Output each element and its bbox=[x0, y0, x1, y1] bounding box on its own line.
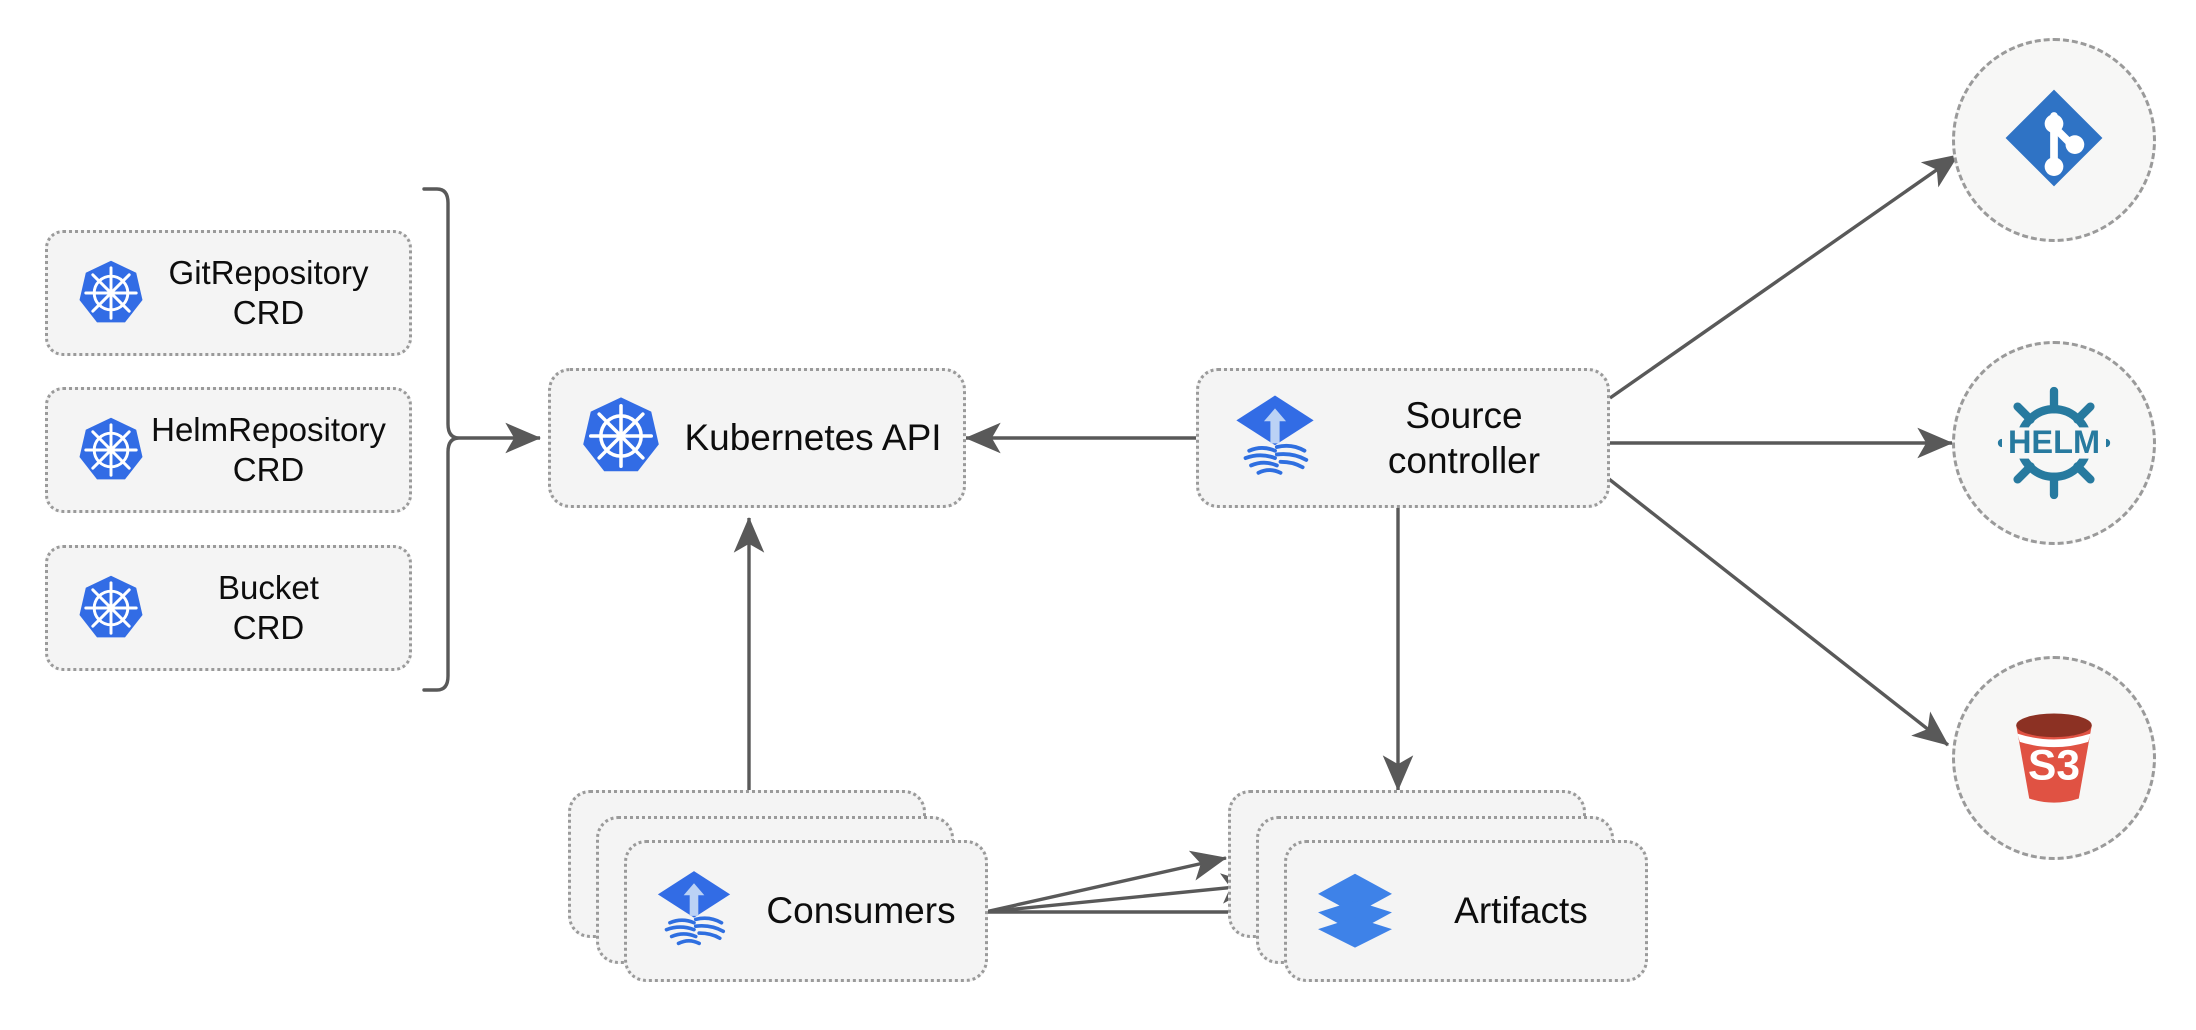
crd-label: HelmRepository CRD bbox=[151, 410, 386, 488]
consumers-card-front[interactable]: Consumers bbox=[624, 840, 988, 982]
node-label: Kubernetes API bbox=[684, 417, 942, 459]
node-label: Consumers bbox=[766, 890, 956, 931]
edge-consumers-to-artifacts-2 bbox=[984, 873, 1258, 914]
layers-icon bbox=[1313, 867, 1397, 956]
kubernetes-icon bbox=[76, 573, 146, 643]
target-circle-git[interactable] bbox=[1952, 38, 2156, 242]
node-source-controller[interactable]: Source controller bbox=[1196, 368, 1610, 508]
node-consumers[interactable]: Consumers bbox=[568, 790, 988, 982]
kubernetes-icon bbox=[579, 394, 663, 483]
node-label: Artifacts bbox=[1454, 890, 1588, 931]
node-kubernetes-api[interactable]: Kubernetes API bbox=[548, 368, 966, 508]
crd-label: Bucket CRD bbox=[218, 568, 319, 646]
s3-label: S3 bbox=[2028, 742, 2080, 789]
crd-box-gitrepository[interactable]: GitRepository CRD bbox=[45, 230, 412, 356]
flux-icon bbox=[1229, 390, 1321, 487]
helm-icon: HELM bbox=[1989, 378, 2119, 508]
kubernetes-icon bbox=[76, 415, 146, 485]
crd-label: GitRepository CRD bbox=[168, 253, 369, 331]
helm-label: HELM bbox=[2008, 424, 2100, 460]
flux-icon bbox=[651, 866, 737, 957]
kubernetes-icon bbox=[76, 258, 146, 328]
target-circle-s3[interactable]: S3 bbox=[1952, 656, 2156, 860]
edge-source-to-git bbox=[1609, 153, 1959, 400]
node-label: Source controller bbox=[1387, 394, 1541, 481]
edge-source-to-s3 bbox=[1598, 470, 1950, 747]
crd-box-helmrepository[interactable]: HelmRepository CRD bbox=[45, 387, 412, 513]
target-circle-helm[interactable]: HELM bbox=[1952, 341, 2156, 545]
artifacts-card-front[interactable]: Artifacts bbox=[1284, 840, 1648, 982]
git-icon bbox=[1999, 83, 2109, 198]
crd-box-bucket[interactable]: Bucket CRD bbox=[45, 545, 412, 671]
crd-group-brace bbox=[422, 187, 460, 692]
node-artifacts[interactable]: Artifacts bbox=[1228, 790, 1648, 982]
edge-consumers-to-artifacts-1 bbox=[984, 850, 1227, 914]
s3-icon: S3 bbox=[1995, 697, 2113, 820]
